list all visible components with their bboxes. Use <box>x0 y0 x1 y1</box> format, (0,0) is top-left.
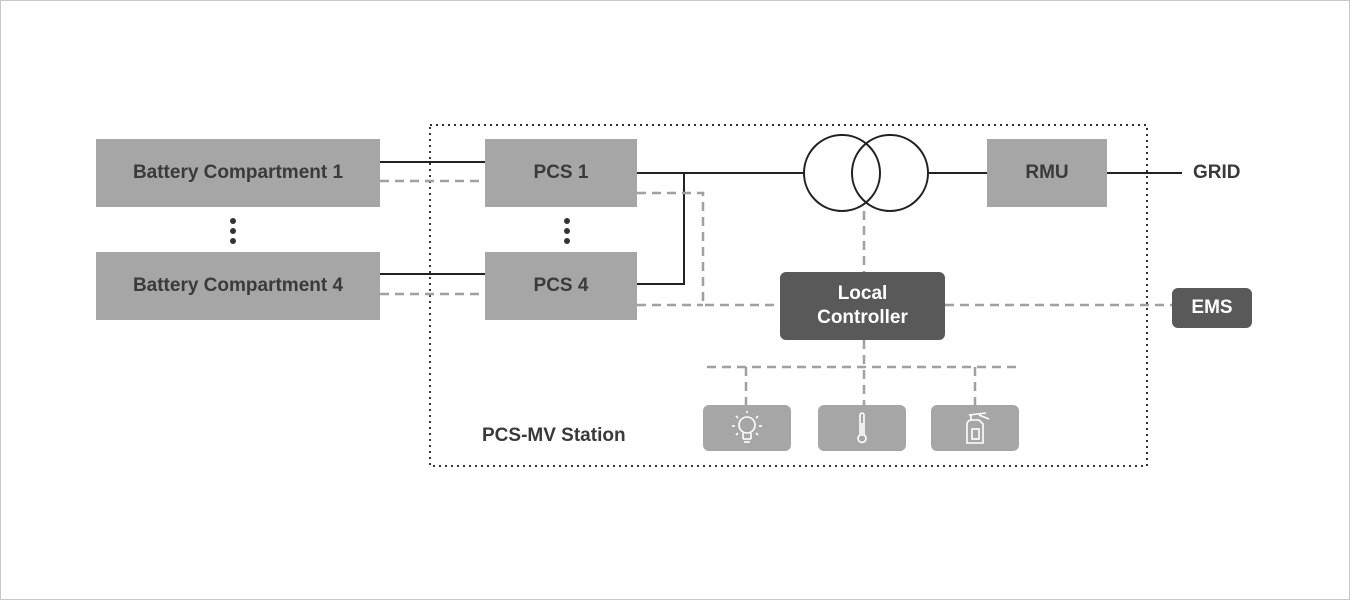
pcs-4: PCS 4 <box>485 252 637 320</box>
comm-lines <box>380 179 1172 405</box>
ellipsis-dot <box>230 218 236 224</box>
ellipsis-dot <box>230 238 236 244</box>
ellipsis-dot <box>564 218 570 224</box>
pcs-1: PCS 1 <box>485 139 637 207</box>
ellipsis-dot <box>230 228 236 234</box>
station-label: PCS-MV Station <box>482 425 626 446</box>
fire-extinguisher-icon <box>966 412 990 444</box>
pcs-1-label: PCS 1 <box>533 162 589 183</box>
local-controller: Local Controller <box>780 272 945 340</box>
fire-protection-tile <box>931 405 1019 451</box>
power-lines <box>380 161 1182 285</box>
grid-label: GRID <box>1193 162 1241 183</box>
battery-compartment-4: Battery Compartment 4 <box>96 252 380 320</box>
temperature-tile <box>818 405 906 451</box>
rmu: RMU <box>987 139 1107 207</box>
local-controller-label: Local Controller <box>817 283 908 328</box>
station-boundary <box>429 124 1148 467</box>
lighting-tile <box>703 405 791 451</box>
ems: EMS <box>1172 288 1252 328</box>
ems-label: EMS <box>1191 297 1233 318</box>
pcs-4-label: PCS 4 <box>533 275 589 296</box>
battery-compartment-1-label: Battery Compartment 1 <box>132 162 344 183</box>
battery-compartment-1: Battery Compartment 1 <box>96 139 380 207</box>
ellipsis-dot <box>564 228 570 234</box>
battery-compartment-4-label: Battery Compartment 4 <box>132 275 344 296</box>
rmu-label: RMU <box>1025 162 1069 183</box>
lightbulb-icon <box>732 411 762 443</box>
transformer-icon <box>803 134 929 212</box>
connection-lines <box>380 124 1182 467</box>
thermometer-icon <box>857 412 867 444</box>
ellipsis-dot <box>564 238 570 244</box>
